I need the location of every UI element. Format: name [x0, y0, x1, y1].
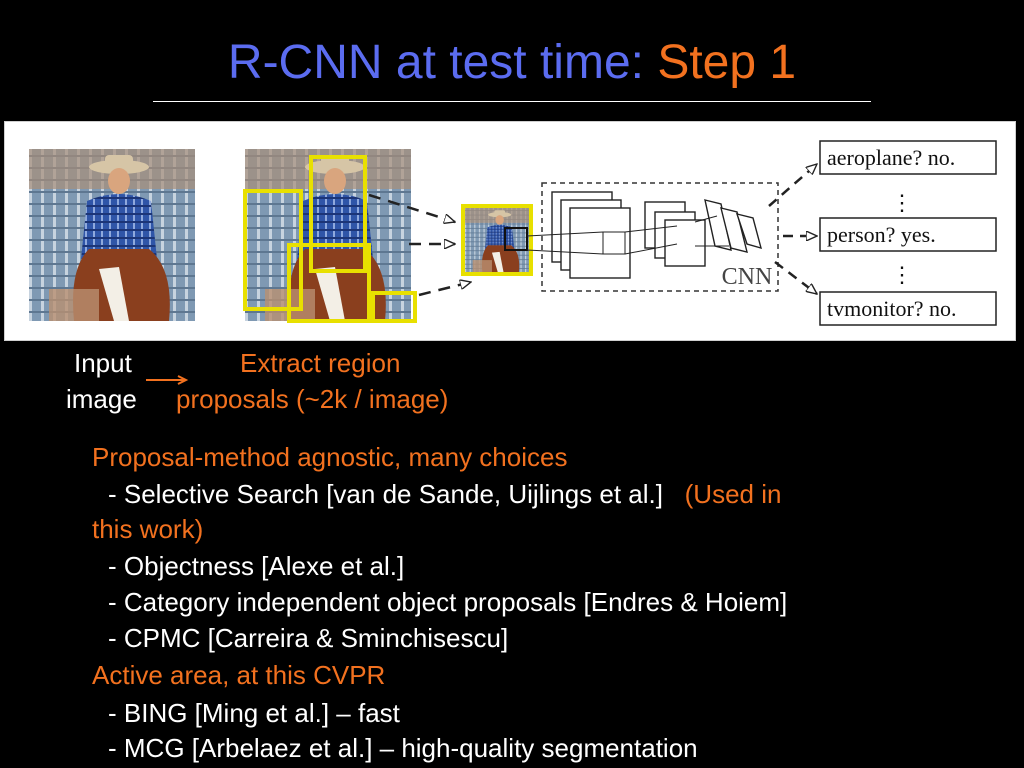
bullet-category-independent: - Category independent object proposals …	[108, 587, 788, 617]
output-aeroplane: aeroplane? no.	[819, 140, 997, 175]
bullet-cpmc: - CPMC [Carreira & Sminchisescu]	[108, 623, 509, 653]
rcnn-pipeline-figure: CNN aeroplane? no. ⋮ person? yes. ⋮ tvmo…	[4, 121, 1016, 341]
title-step: Step 1	[657, 36, 797, 89]
heading-proposal-methods: Proposal-method agnostic, many choices	[92, 442, 568, 472]
title-underline	[153, 101, 871, 102]
slide-title: R-CNN at test time: Step 1	[0, 34, 1024, 92]
bullet-bing: - BING [Ming et al.] – fast	[108, 698, 400, 728]
warped-region	[461, 204, 533, 276]
caption-input-line2: image	[66, 384, 137, 414]
bullet-selective-search-text: - Selective Search [van de Sande, Uijlin…	[108, 479, 663, 509]
cnn-label: CNN	[722, 264, 773, 290]
output-person: person? yes.	[819, 217, 997, 252]
svg-text:tvmonitor? no.: tvmonitor? no.	[827, 296, 957, 321]
title-main: R-CNN at test time:	[227, 36, 658, 89]
heading-active-area: Active area, at this CVPR	[92, 660, 386, 690]
proposals-image	[243, 149, 417, 323]
caption-extract-line1: Extract region	[240, 348, 401, 378]
bullet-objectness: - Objectness [Alexe et al.]	[108, 551, 405, 581]
arrow-right-icon	[146, 375, 189, 385]
bullet-selective-search-note: (Used in	[684, 479, 782, 509]
svg-text:person? yes.: person? yes.	[827, 222, 936, 247]
bullet-mcg: - MCG [Arbelaez et al.] – high-quality s…	[108, 733, 698, 763]
output-tvmonitor: tvmonitor? no.	[819, 291, 997, 326]
caption-input-line1: Input	[74, 348, 132, 378]
ellipsis-1: ⋮	[891, 190, 913, 215]
bullet-selective-search-cont: this work)	[92, 514, 204, 544]
bullet-selective-search: - Selective Search [van de Sande, Uijlin…	[108, 479, 781, 509]
caption-extract-line2: proposals (~2k / image)	[176, 384, 449, 414]
cnn-box	[541, 182, 779, 292]
ellipsis-2: ⋮	[891, 262, 913, 287]
input-image	[29, 149, 195, 321]
svg-text:aeroplane? no.: aeroplane? no.	[827, 145, 955, 170]
